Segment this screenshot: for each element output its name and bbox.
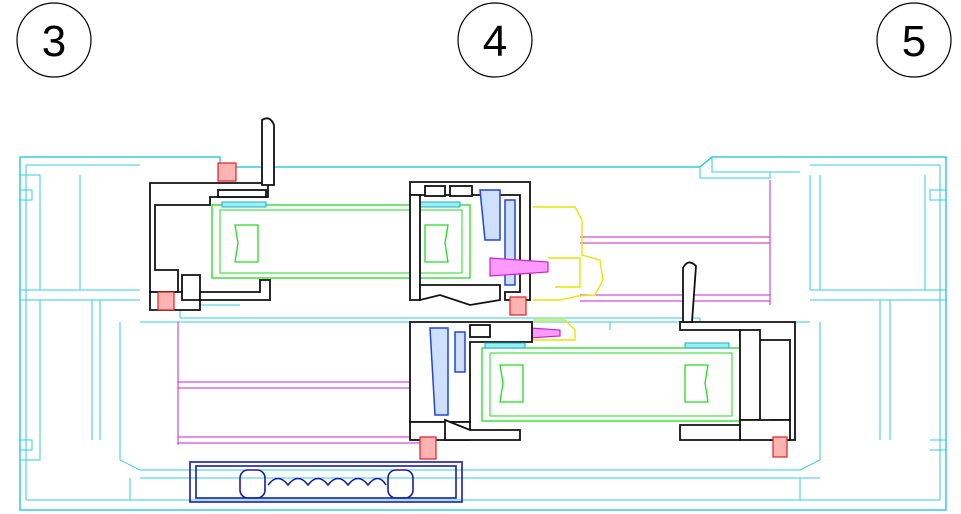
sash-center-lower bbox=[409, 321, 533, 441]
interlock-cap bbox=[533, 206, 604, 341]
screw-icon bbox=[529, 327, 561, 339]
callout-label: 3 bbox=[42, 17, 66, 66]
brush-seal-icon bbox=[509, 296, 527, 316]
brush-seal-icon bbox=[772, 436, 788, 458]
bottom-track bbox=[189, 461, 463, 503]
callout-5: 5 bbox=[876, 2, 952, 78]
callout-4: 4 bbox=[457, 2, 533, 78]
brush-seal-icon bbox=[217, 162, 237, 182]
brush-seal-icon bbox=[157, 291, 175, 311]
glazing-bead-lines bbox=[177, 180, 771, 445]
glass-unit-left bbox=[211, 201, 471, 279]
callout-label: 4 bbox=[483, 17, 507, 66]
callout-circle-icon bbox=[876, 2, 952, 78]
callout-circle-icon bbox=[16, 2, 92, 78]
sash-right bbox=[679, 261, 796, 441]
callout-circle-icon bbox=[457, 2, 533, 78]
callout-3: 3 bbox=[16, 2, 92, 78]
callout-label: 5 bbox=[902, 17, 926, 66]
brush-seals bbox=[157, 162, 788, 460]
sash-center-upper bbox=[409, 181, 531, 306]
glass-unit-right bbox=[481, 342, 741, 422]
screw-icon bbox=[489, 257, 549, 277]
brush-seal-icon bbox=[419, 436, 437, 460]
